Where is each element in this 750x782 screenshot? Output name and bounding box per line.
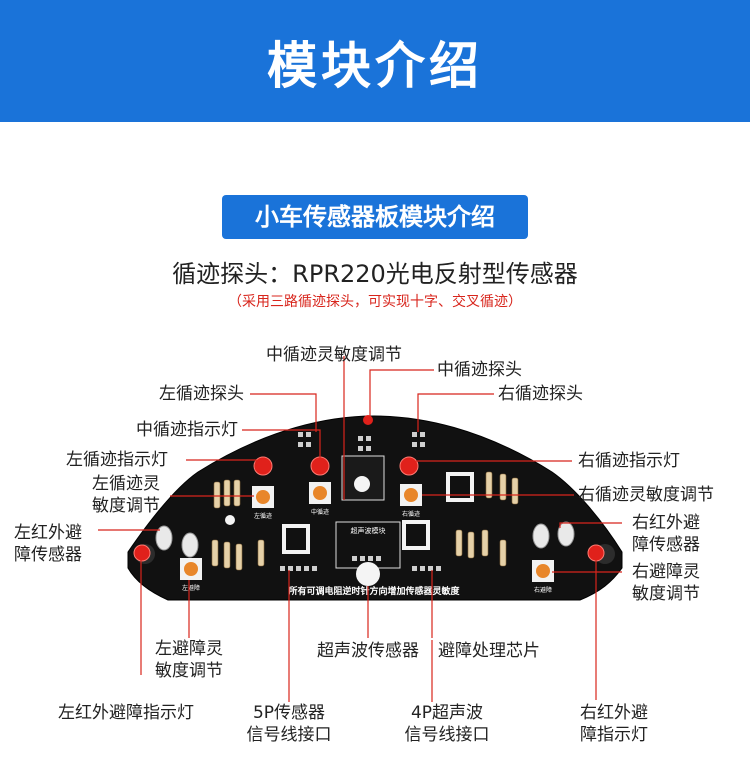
right-ir-sensor-a: [532, 523, 550, 549]
left-ir-led: [133, 544, 151, 562]
sensor-subnote: （采用三路循迹探头，可实现十字、交叉循迹）: [228, 294, 522, 310]
mid-track-led: [310, 456, 330, 476]
label-left-probe: 左循迹探头: [159, 384, 244, 404]
pcb-board: [127, 415, 623, 601]
silk-track-left: 左循迹: [254, 512, 272, 520]
right-ir-sensor-b: [557, 521, 575, 547]
ic-chips: [282, 472, 474, 554]
mid-probe-tip: [363, 415, 373, 425]
label-right-ir-indicator-1: 右红外避: [580, 703, 648, 723]
connector-p3: [412, 566, 441, 571]
mid-probe-pins: [358, 436, 371, 451]
sensor-headline: 循迹探头：RPR220光电反射型传感器: [172, 260, 578, 288]
label-left-ir-indicator: 左红外避障指示灯: [58, 703, 194, 723]
label-right-ir-2: 障传感器: [632, 535, 700, 555]
right-ir-led: [587, 544, 605, 562]
right-probe-pins: [412, 432, 425, 447]
label-right-avoid-sens-2: 敏度调节: [632, 584, 700, 604]
label-right-ir-1: 右红外避: [632, 513, 700, 533]
label-left-ir-1: 左红外避: [14, 523, 82, 543]
section-title: 小车传感器板模块介绍: [222, 195, 528, 239]
label-right-indicator: 右循迹指示灯: [578, 451, 680, 471]
label-left-indicator: 左循迹指示灯: [66, 450, 168, 470]
label-left-sensitivity-1: 左循迹灵: [92, 474, 160, 494]
silk-track-right: 右循迹: [402, 510, 420, 518]
top-banner: 模块介绍: [0, 0, 750, 122]
label-left-avoid-sens-1: 左避障灵: [155, 639, 223, 659]
label-right-ir-indicator-2: 障指示灯: [580, 725, 648, 745]
label-5p-2: 信号线接口: [246, 725, 332, 745]
label-5p-1: 5P传感器: [252, 703, 326, 723]
silk-avoid-left: 左避障: [182, 584, 200, 592]
label-mid-probe: 中循迹探头: [437, 360, 522, 380]
page-title: 模块介绍: [267, 37, 483, 95]
callout-lines: [98, 356, 622, 702]
label-avoid-chip: 避障处理芯片: [438, 641, 540, 661]
label-4p-2: 信号线接口: [404, 725, 490, 745]
left-ir-sensor-a: [155, 525, 173, 551]
label-left-avoid-sens-2: 敏度调节: [155, 661, 223, 681]
label-mid-indicator: 中循迹指示灯: [136, 420, 238, 440]
label-ultrasonic-sensor: 超声波传感器: [317, 641, 419, 661]
label-right-probe: 右循迹探头: [498, 384, 583, 404]
silk-track-mid: 中循迹: [311, 508, 329, 516]
left-probe-pins: [298, 432, 311, 447]
label-mid-sensitivity: 中循迹灵敏度调节: [266, 345, 402, 365]
resistors: [211, 471, 519, 571]
label-left-sensitivity-2: 敏度调节: [92, 496, 160, 516]
label-left-ir-2: 障传感器: [14, 545, 82, 565]
label-4p-1: 4P超声波: [410, 703, 484, 723]
left-track-led: [253, 456, 273, 476]
silk-ultrasonic: 超声波模块: [351, 526, 386, 535]
label-right-sensitivity: 右循迹灵敏度调节: [578, 485, 714, 505]
right-track-led: [399, 456, 419, 476]
label-right-avoid-sens-1: 右避障灵: [632, 562, 700, 582]
potentiometers: [180, 482, 554, 582]
connector-p2: [280, 566, 317, 571]
ir-sensors: [155, 521, 575, 558]
left-ir-sensor-b: [181, 532, 199, 558]
silk-bottom-note: 所有可调电阻逆时针方向增加传感器灵敏度: [288, 585, 460, 597]
silk-avoid-right: 右避障: [534, 586, 552, 594]
